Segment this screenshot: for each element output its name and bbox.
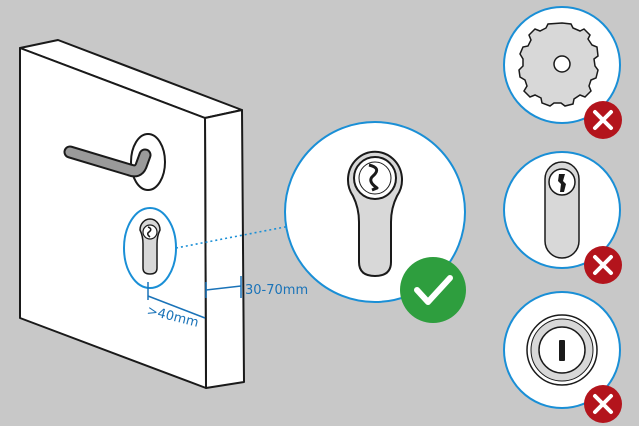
connector-dotted-line <box>175 225 291 249</box>
incompatible-option-round-knob <box>503 6 622 139</box>
incompatible-option-round-slot <box>503 291 622 423</box>
handle-lever-fill <box>65 147 150 176</box>
backset-line <box>147 295 206 319</box>
incompatible-option-oval-cylinder <box>503 151 622 284</box>
door <box>19 39 245 389</box>
door-thickness-label: 30-70mm <box>245 283 308 298</box>
euro-keyway-large <box>368 163 379 192</box>
euro-cylinder-face-large <box>353 156 397 200</box>
euro-cylinder-inner-ring <box>358 161 392 195</box>
door-keyway <box>146 226 152 238</box>
cross-icon <box>593 255 613 275</box>
oval-keyway-icon <box>558 174 566 192</box>
knob-center-icon <box>553 55 571 73</box>
check-badge <box>400 257 466 323</box>
slot-keyway-icon <box>559 340 565 361</box>
cross-icon <box>593 110 613 130</box>
door-handle <box>63 133 166 191</box>
door-side-face <box>204 109 245 389</box>
door-front-face <box>19 47 207 389</box>
door-lock <box>123 207 177 289</box>
compatible-option-euro-cylinder <box>284 121 466 323</box>
thickness-line <box>205 285 242 291</box>
check-icon <box>414 275 453 305</box>
door-thickness-dimension: 30-70mm <box>205 276 308 298</box>
cross-icon <box>593 394 613 414</box>
